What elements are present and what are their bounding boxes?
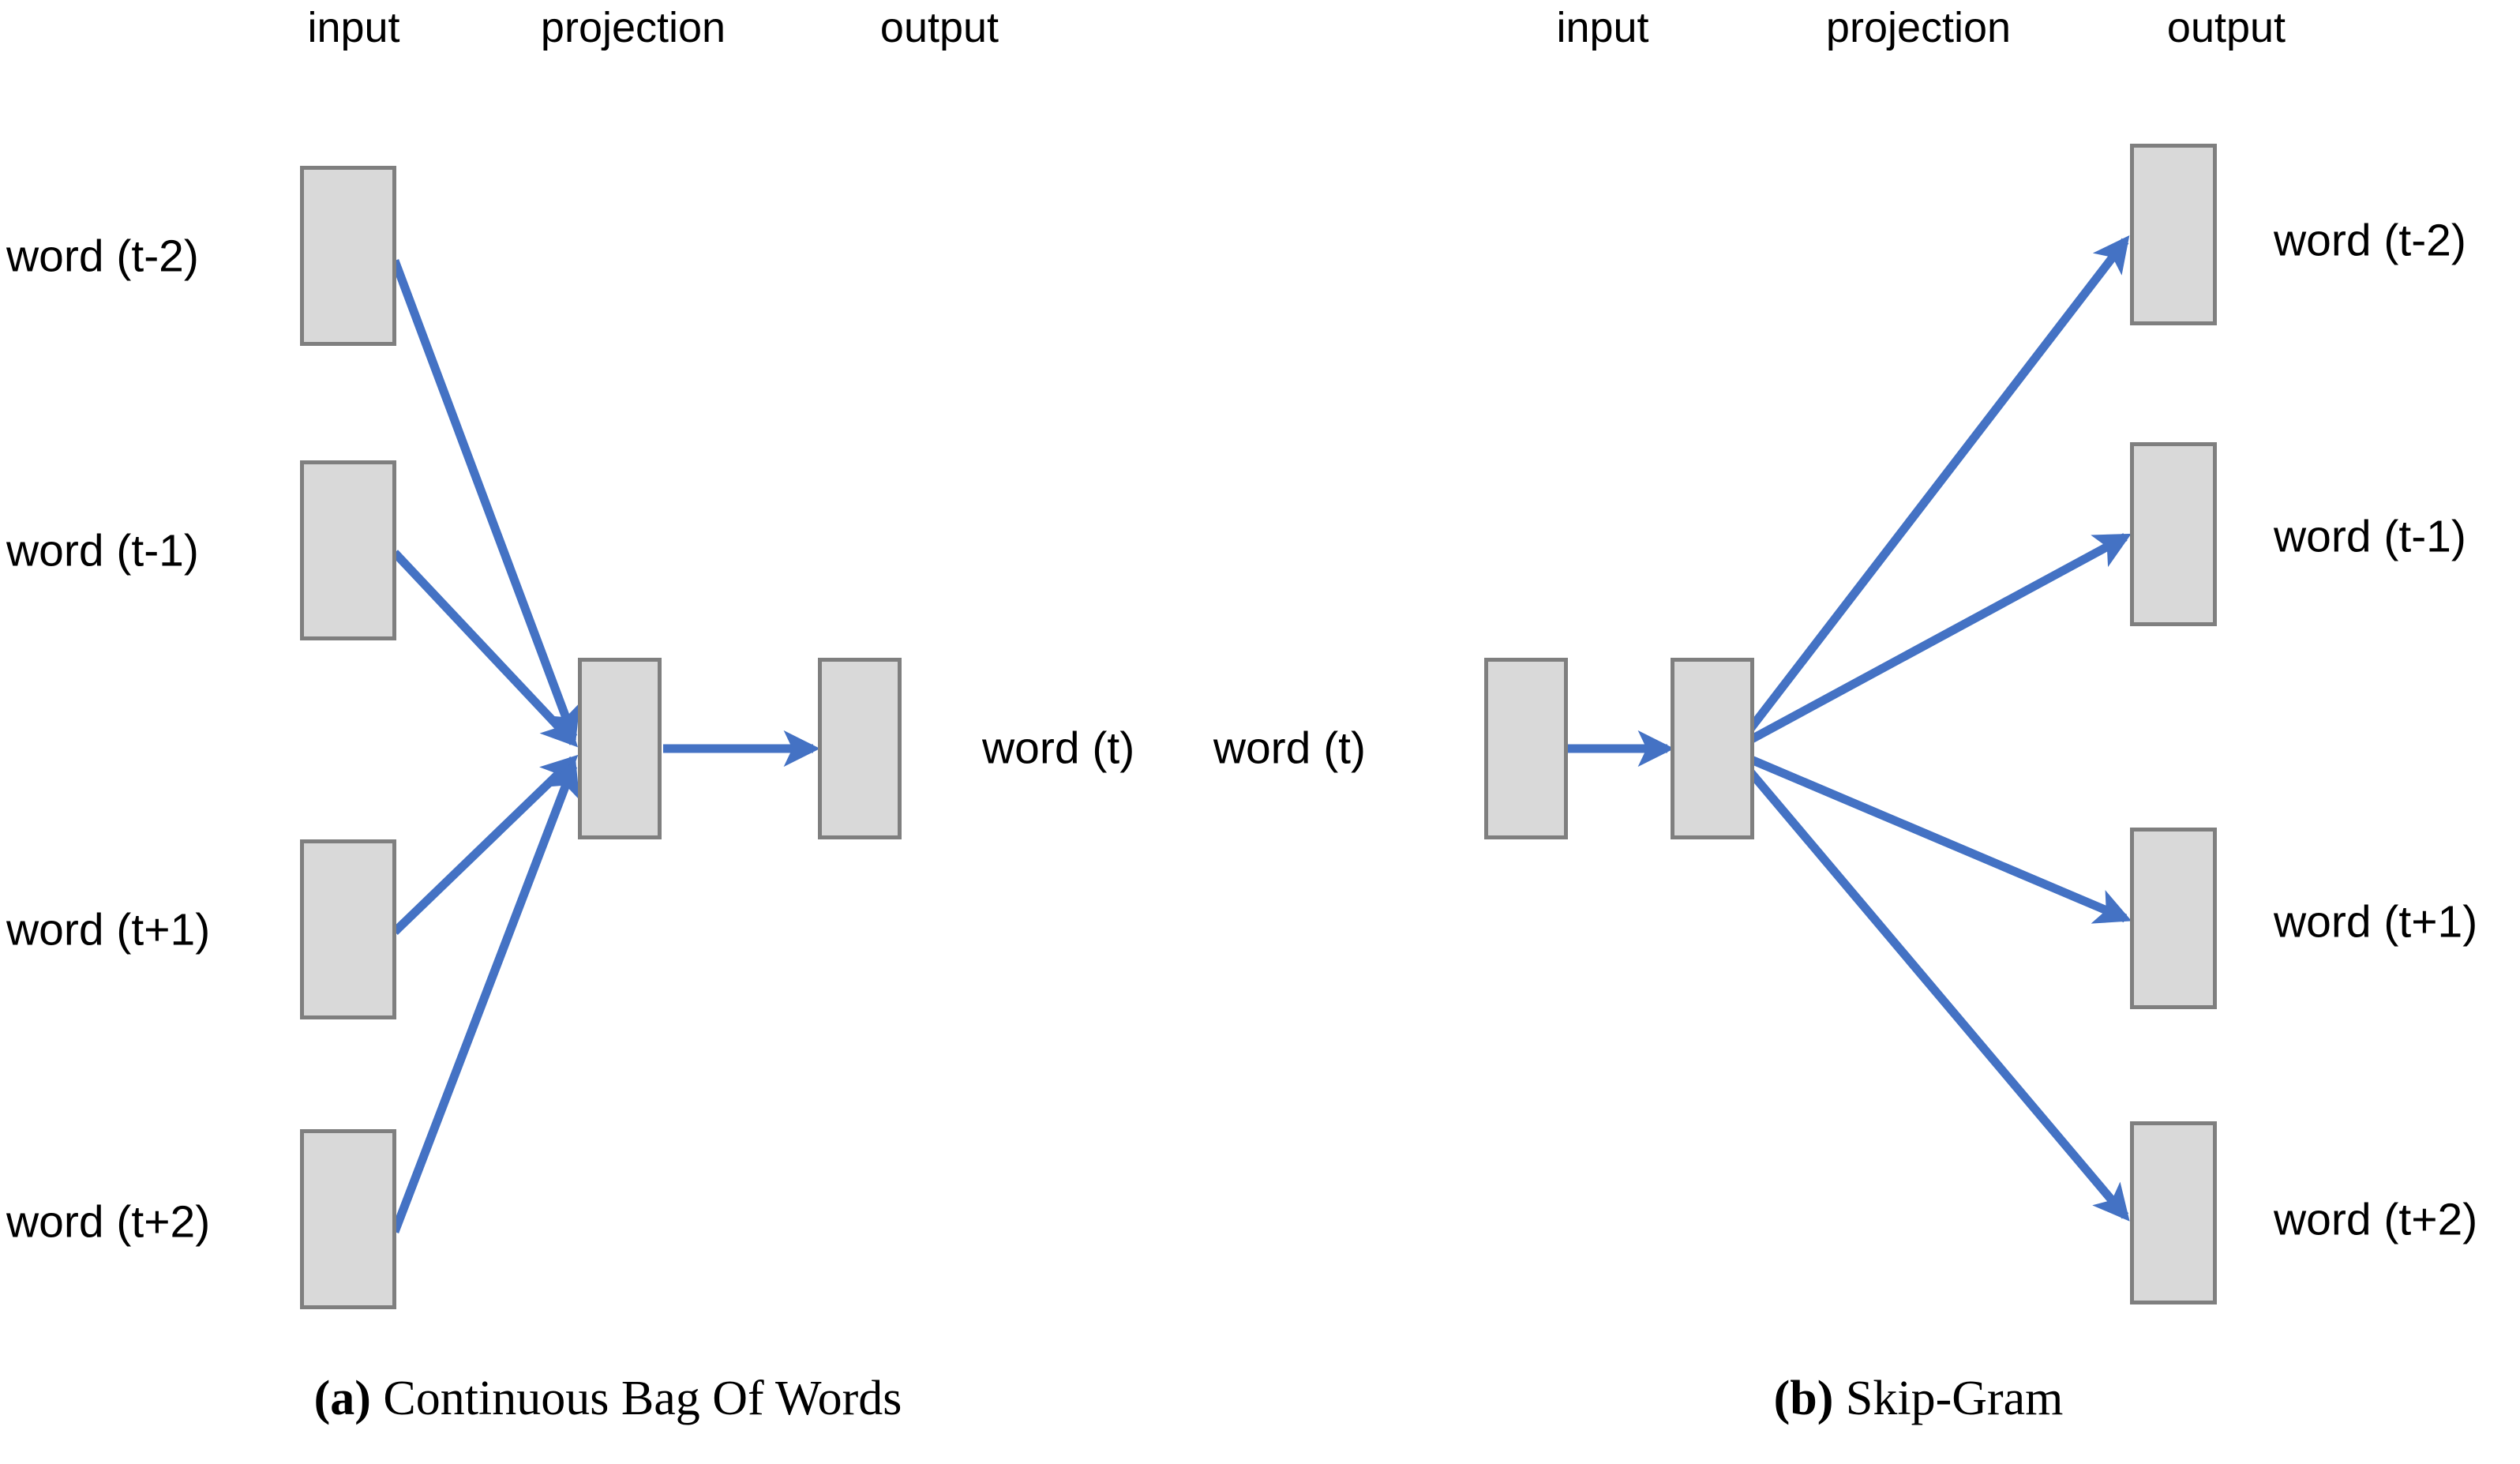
cbow-input-label-word-t-plus-1: word (t+1) xyxy=(6,904,211,955)
skipgram-output-label-word-t-plus-1: word (t+1) xyxy=(2274,896,2478,948)
arrow-cbow-in1-to-proj xyxy=(390,259,580,744)
cbow-input-label-word-t-minus-1: word (t-1) xyxy=(6,525,199,576)
cbow-output-box-word-t[interactable] xyxy=(818,658,902,839)
arrow-skipgram-proj-to-out2 xyxy=(1738,533,2132,749)
cbow-input-box-word-t-plus-2[interactable] xyxy=(300,1129,396,1309)
skipgram-column-header-projection: projection xyxy=(1825,4,2012,51)
cbow-input-label-word-t-plus-2: word (t+2) xyxy=(6,1196,211,1248)
skipgram-column-header-output: output xyxy=(2166,4,2286,51)
skipgram-caption: (b) Skip-Gram xyxy=(1774,1374,2064,1423)
skipgram-output-box-word-t-minus-2[interactable] xyxy=(2130,144,2217,325)
skipgram-output-label-word-t-plus-2: word (t+2) xyxy=(2274,1194,2478,1245)
arrow-cbow-in2-to-proj xyxy=(391,550,579,748)
skipgram-input-box-word-t[interactable] xyxy=(1484,658,1568,839)
cbow-caption-text: Continuous Bag Of Words xyxy=(370,1372,902,1425)
cbow-caption: (a) Continuous Bag Of Words xyxy=(314,1374,902,1423)
cbow-input-label-word-t-minus-2: word (t-2) xyxy=(6,231,199,282)
skipgram-projection-box[interactable] xyxy=(1671,658,1754,839)
skipgram-output-label-word-t-minus-1: word (t-1) xyxy=(2274,511,2466,562)
cbow-caption-tag: (a) xyxy=(313,1372,371,1425)
skipgram-output-box-word-t-plus-1[interactable] xyxy=(2130,828,2217,1009)
arrow-skipgram-proj-to-out4 xyxy=(1736,756,2130,1222)
skipgram-projection-to-output-arrows xyxy=(1736,235,2132,1222)
cbow-column-header-output: output xyxy=(879,4,999,51)
cbow-input-box-word-t-minus-1[interactable] xyxy=(300,460,396,640)
cbow-column-header-projection: projection xyxy=(540,4,726,51)
cbow-column-header-input: input xyxy=(307,4,400,51)
skipgram-column-header-input: input xyxy=(1556,4,1649,51)
skipgram-caption-tag: (b) xyxy=(1773,1372,1834,1425)
arrow-cbow-in3-to-proj xyxy=(392,754,579,935)
arrow-cbow-in4-to-proj xyxy=(390,759,580,1233)
arrow-skipgram-proj-to-out1 xyxy=(1736,235,2130,745)
skipgram-output-box-word-t-plus-2[interactable] xyxy=(2130,1121,2217,1304)
cbow-input-box-word-t-plus-1[interactable] xyxy=(300,839,396,1019)
arrow-skipgram-proj-to-out3 xyxy=(1738,750,2132,924)
cbow-input-to-projection-arrows xyxy=(390,259,580,1233)
cbow-input-box-word-t-minus-2[interactable] xyxy=(300,166,396,346)
cbow-projection-box[interactable] xyxy=(578,658,662,839)
skipgram-output-label-word-t-minus-2: word (t-2) xyxy=(2274,215,2466,266)
skipgram-caption-text: Skip-Gram xyxy=(1833,1372,2064,1425)
skipgram-output-box-word-t-minus-1[interactable] xyxy=(2130,442,2217,626)
cbow-output-label-word-t: word (t) xyxy=(982,723,1135,774)
skipgram-input-label-word-t: word (t) xyxy=(1213,723,1366,774)
